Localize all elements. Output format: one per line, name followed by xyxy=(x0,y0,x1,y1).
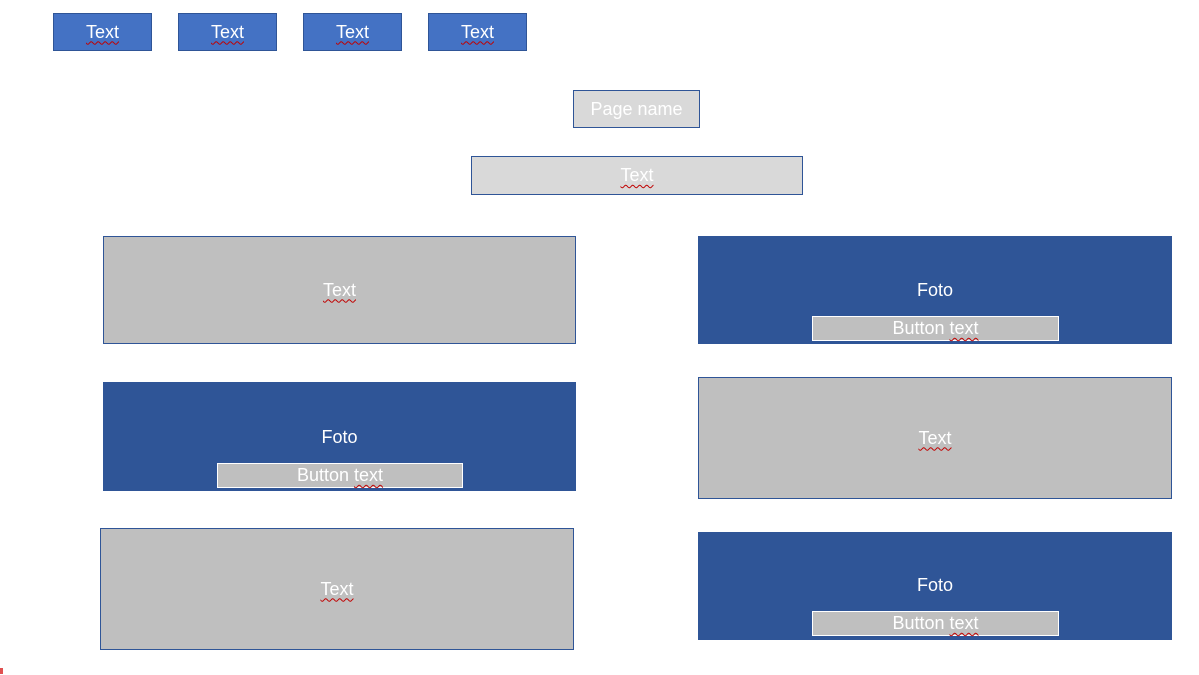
button-label-text: Button text xyxy=(297,465,383,485)
red-mark xyxy=(0,668,3,674)
text-panel-label: Text xyxy=(320,578,354,599)
page-title-label: Page name xyxy=(590,98,683,119)
foto-panel-right-top: Foto Button text xyxy=(698,236,1172,344)
button-label-word: text xyxy=(949,318,979,338)
button-label: Button text xyxy=(297,465,383,486)
foto-label: Foto xyxy=(916,280,954,300)
text-panel-label: Text xyxy=(918,427,952,448)
foto-button-left[interactable]: Button text xyxy=(217,463,463,488)
nav-item-4[interactable]: Text xyxy=(428,13,527,51)
text-panel-left-bottom: Text xyxy=(100,528,574,650)
button-label-word: text xyxy=(354,465,384,485)
page-subtitle-label: Text xyxy=(620,165,654,185)
foto-button-right-top[interactable]: Button text xyxy=(812,316,1059,341)
foto-panel-right-bottom: Foto Button text xyxy=(698,532,1172,640)
button-label-word: Button xyxy=(892,318,950,338)
nav-item-1[interactable]: Text xyxy=(53,13,152,51)
page-subtitle: Text xyxy=(471,156,803,195)
button-label-word: Button xyxy=(296,465,355,485)
text-panel-label: Text xyxy=(322,279,356,300)
foto-button-right-bottom[interactable]: Button text xyxy=(812,611,1059,636)
foto-label: Foto xyxy=(321,427,358,447)
button-label-text: Button text xyxy=(892,613,978,634)
button-label-text: Button text xyxy=(892,318,978,339)
nav-item-label: Text xyxy=(335,21,369,42)
page-title: Page name xyxy=(573,90,700,128)
nav-item-2[interactable]: Text xyxy=(178,13,277,51)
foto-panel-left: Foto Button text xyxy=(103,382,576,491)
foto-label: Foto xyxy=(916,575,954,595)
button-label-word: Button xyxy=(892,613,950,633)
nav-item-label: Text xyxy=(85,21,119,42)
nav-item-label: Text xyxy=(210,21,244,42)
text-panel-left-top: Text xyxy=(103,236,576,344)
nav-item-label: Text xyxy=(460,21,494,42)
text-panel-right-middle: Text xyxy=(698,377,1172,499)
button-label-word: text xyxy=(949,613,979,633)
nav-item-3[interactable]: Text xyxy=(303,13,402,51)
